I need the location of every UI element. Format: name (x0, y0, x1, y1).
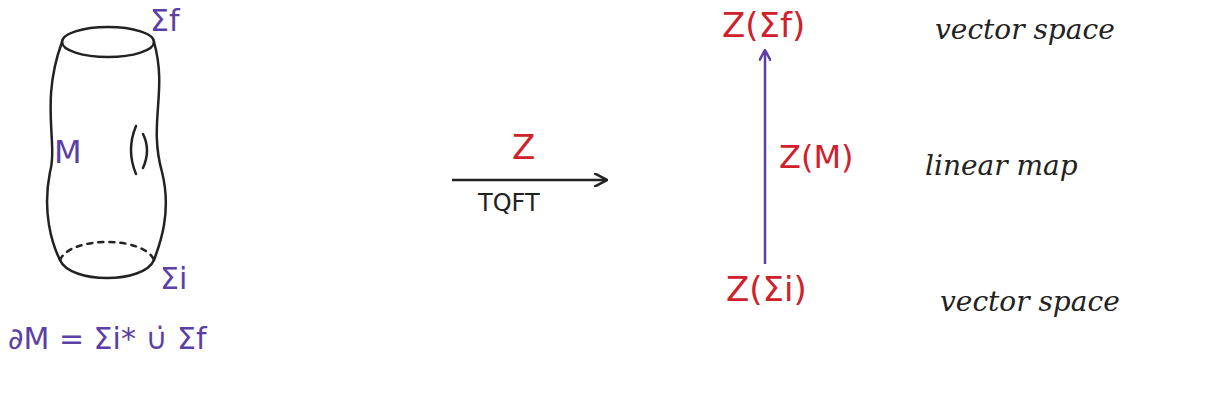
boundary-label: Σi (160, 262, 187, 297)
handle-inner (143, 134, 147, 168)
space-name: Z(Σi) (726, 270, 807, 309)
top-circle (62, 27, 154, 57)
map-note: linear map (925, 150, 1078, 182)
bottom-back (60, 242, 154, 260)
space-name: Z(Σf) (722, 6, 805, 45)
vector-space-node: Z(Σi) (726, 270, 807, 309)
functor-arrow (452, 179, 606, 182)
vector-space-node: Z(Σf) (722, 6, 805, 45)
functor-name: Z (512, 128, 535, 167)
manifold-shape: M (40, 22, 180, 284)
functor-kind: TQFT (478, 190, 540, 218)
space-note: vector space (935, 14, 1115, 46)
bottom-front (60, 260, 154, 278)
map-arrow (764, 51, 767, 264)
manifold-name: M (54, 134, 82, 171)
boundary-equation: ∂M = Σi* ∪̇ Σf (8, 322, 206, 357)
boundary-label: Σf (150, 4, 180, 39)
map-name: Z(M) (779, 139, 854, 176)
handle-outer (131, 126, 136, 174)
space-note: vector space (940, 286, 1120, 318)
right-side (154, 42, 166, 260)
